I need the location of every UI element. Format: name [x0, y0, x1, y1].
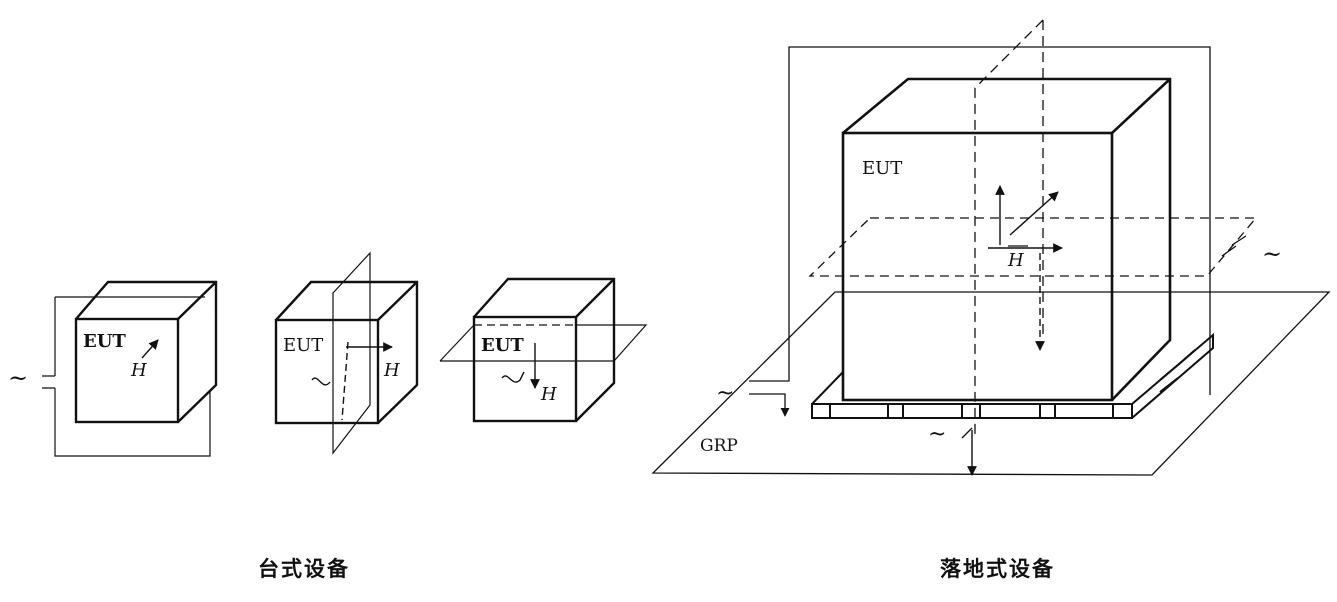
eut-cube-3	[472, 277, 616, 423]
source-symbol-floor-1: ~	[716, 381, 734, 406]
eut-cube-2	[274, 280, 419, 425]
wooden-pallet	[811, 332, 1214, 419]
tabletop-setup-2	[274, 251, 419, 455]
source-symbol-floor-2: ~	[1262, 240, 1282, 268]
eut-label-floor: EUT	[862, 158, 902, 179]
tabletop-setup-3	[439, 277, 648, 423]
source-symbol-1: ~	[8, 364, 28, 392]
loop-antenna-side	[974, 19, 1044, 438]
eut-label-3: EUT	[481, 335, 524, 356]
field-label-1: H	[130, 360, 147, 381]
loop-antenna-2	[332, 251, 371, 455]
loop-antenna-3	[439, 324, 648, 362]
tabletop-setup-1	[42, 280, 218, 457]
caption-tabletop: 台式设备	[258, 557, 350, 581]
loop-antenna-1	[54, 297, 211, 457]
eut-cube-1	[74, 280, 218, 424]
caption-floor: 落地式设备	[940, 557, 1055, 581]
loop-antenna-vertical	[749, 46, 1211, 395]
eut-cube-floor	[841, 77, 1172, 402]
eut-label-1: EUT	[83, 331, 126, 352]
eut-label-2: EUT	[283, 335, 323, 356]
loop-antenna-horizontal	[808, 217, 1258, 277]
grp-label: GRP	[700, 436, 738, 456]
field-label-3: H	[540, 384, 557, 405]
floor-setup	[651, 19, 1331, 476]
field-label-2: H	[383, 360, 400, 381]
field-label-floor: H	[1007, 250, 1024, 271]
source-symbol-floor-3: ~	[928, 422, 946, 447]
ground-reference-plane	[651, 291, 1331, 476]
